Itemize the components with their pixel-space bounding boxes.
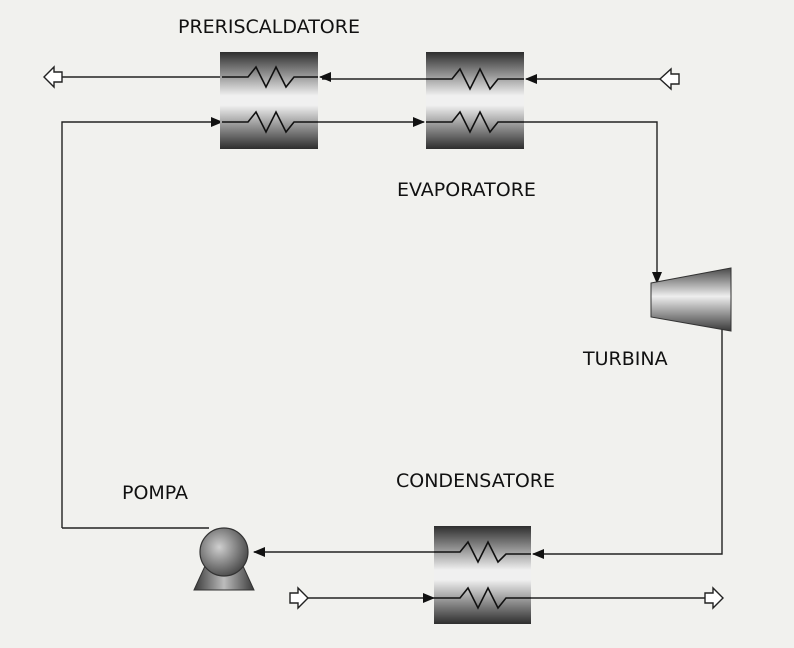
turbine-label: TURBINA <box>582 348 668 370</box>
hot-stream-inlet-icon <box>658 67 680 91</box>
preheater-label: PRERISCALDATORE <box>178 16 360 38</box>
working-fluid-line-bottom <box>62 310 723 559</box>
evaporator-exchanger <box>426 52 524 149</box>
cooling-inlet-icon <box>289 586 309 610</box>
cooling-outlet-icon <box>704 586 724 610</box>
condenser-exchanger <box>434 526 531 624</box>
working-fluid-line-top <box>61 117 662 528</box>
hot-stream-line <box>62 72 660 84</box>
condenser-label: CONDENSATORE <box>396 470 555 492</box>
evaporator-label: EVAPORATORE <box>397 179 536 201</box>
preheater-exchanger <box>220 52 318 149</box>
pump-icon <box>193 527 255 591</box>
hot-stream-outlet-icon <box>43 65 63 89</box>
pump-label: POMPA <box>122 482 188 504</box>
turbine <box>650 267 732 332</box>
